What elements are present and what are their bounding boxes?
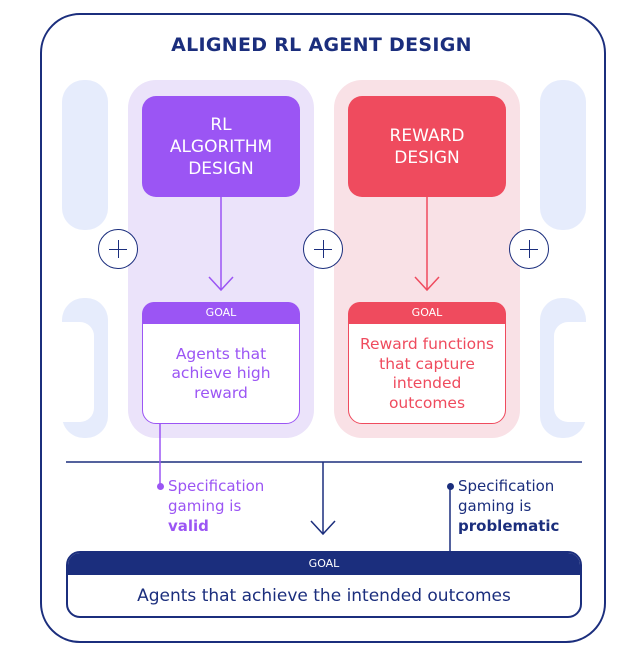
goal-tag: GOAL	[68, 553, 580, 575]
note-emphasis: valid	[168, 517, 209, 535]
rl-goal-text: Agents that achieve high reward	[171, 344, 271, 402]
dot-icon	[157, 483, 164, 490]
note-emphasis: problematic	[458, 517, 560, 535]
rl-algorithm-design-card: RL ALGORITHM DESIGN	[142, 96, 300, 197]
goal-tag: GOAL	[348, 302, 506, 324]
diagram-title: ALIGNED RL AGENT DESIGN	[171, 34, 472, 56]
ghost-panel-left-inner	[62, 322, 94, 422]
goal-tag: GOAL	[142, 302, 300, 324]
plus-icon	[509, 229, 549, 269]
reward-goal-box: GOAL Reward functions that capture inten…	[348, 302, 506, 424]
note-line: Specification	[458, 477, 555, 495]
plus-icon	[98, 229, 138, 269]
rl-goal-box: GOAL Agents that achieve high reward	[142, 302, 300, 424]
final-goal-text: Agents that achieve the intended outcome…	[137, 585, 511, 606]
reward-goal-text: Reward functions that capture intended o…	[359, 335, 495, 412]
final-goal-box: GOAL Agents that achieve the intended ou…	[66, 551, 582, 618]
plus-icon	[303, 229, 343, 269]
ghost-panel-right-inner	[554, 322, 586, 422]
arrow-down-icon	[310, 520, 336, 536]
arrow-down-icon	[414, 276, 440, 292]
dot-icon	[447, 483, 454, 490]
specification-gaming-valid-note: Specification gaming is valid	[168, 476, 264, 536]
ghost-panel-left-top	[62, 80, 108, 230]
note-line: gaming is	[168, 497, 242, 515]
reward-design-card: REWARD DESIGN	[348, 96, 506, 197]
note-line: Specification	[168, 477, 265, 495]
arrow-down-icon	[208, 276, 234, 292]
specification-gaming-problematic-note: Specification gaming is problematic	[458, 476, 559, 536]
note-line: gaming is	[458, 497, 532, 515]
ghost-panel-right-top	[540, 80, 586, 230]
